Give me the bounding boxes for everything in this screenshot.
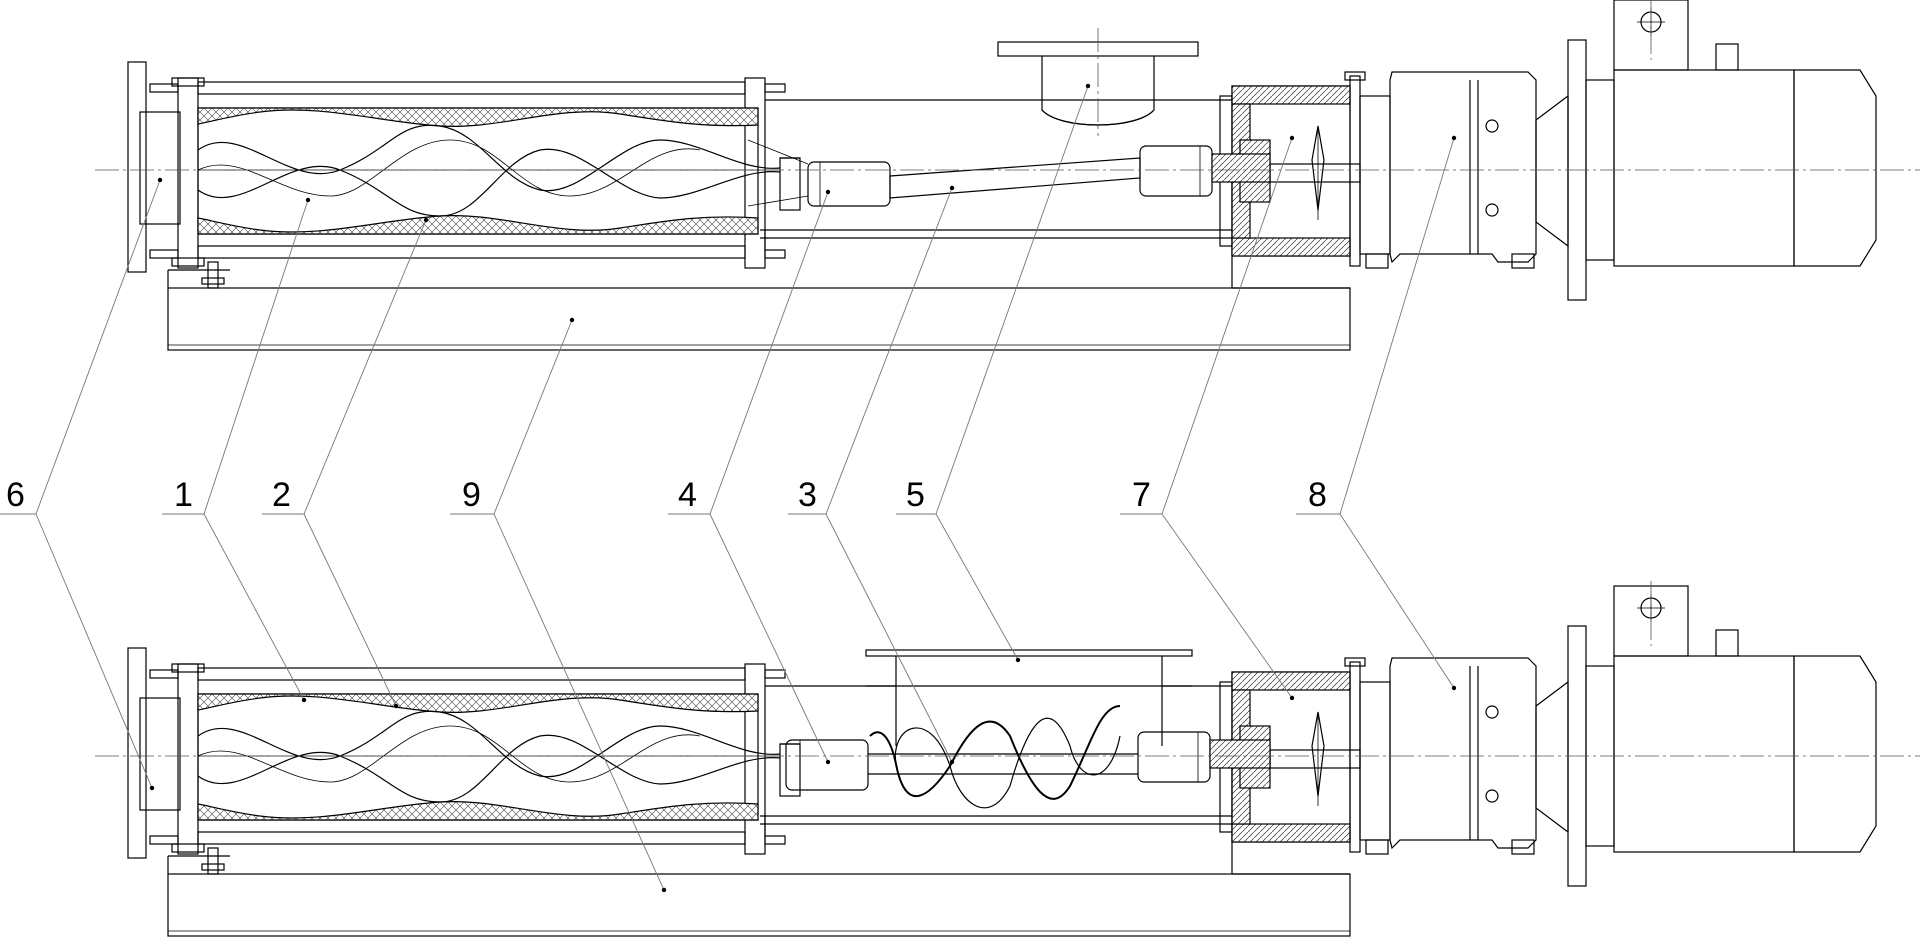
callout-4: 4 xyxy=(678,476,697,514)
callout-5: 5 xyxy=(906,476,925,514)
upper-pump-view xyxy=(95,0,1920,351)
callout-3: 3 xyxy=(798,476,817,514)
callout-labels: 6 1 2 9 xyxy=(0,83,1457,893)
callout-2: 2 xyxy=(272,476,291,514)
callout-6: 6 xyxy=(6,476,25,514)
callout-7: 7 xyxy=(1132,476,1151,514)
callout-9: 9 xyxy=(462,476,481,514)
callout-1: 1 xyxy=(174,476,193,514)
callout-8: 8 xyxy=(1308,476,1327,514)
lower-pump-view xyxy=(95,581,1920,937)
